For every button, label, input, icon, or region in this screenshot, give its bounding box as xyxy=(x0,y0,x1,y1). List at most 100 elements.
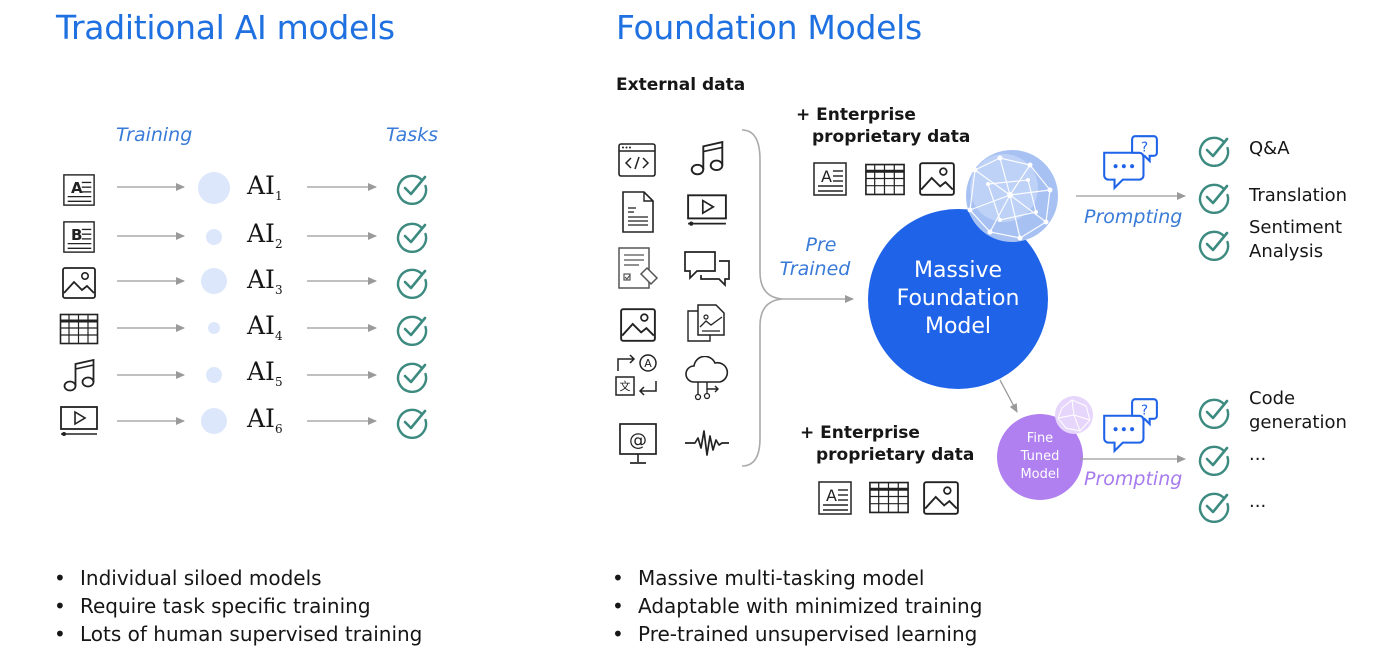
email-icon xyxy=(619,423,657,464)
check-icon xyxy=(1198,445,1230,476)
massive-foundation-model-circle xyxy=(868,209,1048,389)
task-line: ... xyxy=(1249,491,1267,512)
model-node xyxy=(206,367,222,383)
task-line: Analysis xyxy=(1249,241,1324,262)
traditional-ai-title: Traditional AI models xyxy=(56,8,395,47)
enterprise-icons-top: A xyxy=(813,162,955,196)
cloud-network-icon xyxy=(685,356,729,401)
task-line: ... xyxy=(1249,444,1267,465)
external-data-brace xyxy=(741,129,783,467)
check-icon xyxy=(396,268,428,299)
text-document-a-icon: A xyxy=(63,174,95,206)
table-icon xyxy=(864,163,906,196)
audio-waveform-icon xyxy=(684,430,730,456)
ai-model-label: AI5 xyxy=(247,357,283,389)
text-document-icon: A xyxy=(818,481,852,515)
text-document-b-icon: B xyxy=(63,221,95,253)
task-line: Sentiment xyxy=(1249,217,1343,238)
bullet-item: Massive multi-tasking model xyxy=(612,564,982,592)
tasks-label: Tasks xyxy=(386,124,439,146)
task-line: Q&A xyxy=(1249,138,1290,159)
svg-text:A: A xyxy=(826,486,837,505)
svg-text:A: A xyxy=(71,179,83,197)
prompting-label-top: Prompting xyxy=(1084,206,1183,228)
check-icon xyxy=(396,315,428,346)
left-input-icons: A B xyxy=(59,174,99,437)
bullet-item: Lots of human supervised training xyxy=(54,620,422,648)
task-line: Code xyxy=(1249,388,1296,409)
task-line: generation xyxy=(1249,412,1347,433)
enterprise-icons-bottom: A xyxy=(818,481,959,515)
fine-tune-arrow xyxy=(999,379,1018,413)
enterprise-line: + Enterprise xyxy=(800,423,920,443)
svg-text:A: A xyxy=(821,167,832,186)
check-icon xyxy=(1198,230,1230,261)
code-window-icon xyxy=(618,143,656,177)
model-node xyxy=(208,322,220,334)
left-flow xyxy=(117,172,428,439)
check-icon xyxy=(1198,398,1230,429)
prompt-chat-icon xyxy=(1103,135,1158,189)
check-icon xyxy=(1198,136,1230,167)
check-icon xyxy=(396,362,428,393)
task-label: ... xyxy=(1249,490,1266,514)
music-icon xyxy=(690,141,724,176)
translate-icon xyxy=(615,354,657,396)
document-icon xyxy=(622,191,654,233)
check-icon xyxy=(1198,183,1230,214)
table-icon xyxy=(868,481,910,514)
model-label-line: Foundation xyxy=(896,286,1020,311)
ai-model-label: AI6 xyxy=(247,404,283,436)
model-label-line: Massive xyxy=(913,258,1003,283)
fine-tuned-model-label: Fine Tuned Model xyxy=(997,430,1083,484)
image-icon xyxy=(923,481,959,515)
network-sphere-icon xyxy=(966,150,1058,242)
prompting-label-bottom: Prompting xyxy=(1084,468,1183,490)
check-icon xyxy=(396,408,428,439)
model-label-line: Model xyxy=(1020,467,1060,482)
music-icon xyxy=(63,359,95,392)
task-label: Q&A xyxy=(1249,137,1290,161)
external-data-icons xyxy=(615,141,730,464)
task-label: Sentiment Analysis xyxy=(1249,216,1342,264)
bullet-item: Adaptable with minimized training xyxy=(612,592,982,620)
pre-trained-label: Pre Trained xyxy=(775,233,855,281)
pre-trained-line: Trained xyxy=(779,258,851,280)
model-node xyxy=(198,172,230,204)
text-document-icon: A xyxy=(813,162,847,196)
massive-foundation-model-label: Massive Foundation Model xyxy=(868,257,1048,341)
task-label: Code generation xyxy=(1249,387,1347,435)
enterprise-line: proprietary data xyxy=(816,445,975,465)
chat-icon xyxy=(684,251,730,286)
foundation-models-title: Foundation Models xyxy=(616,8,922,47)
check-icon xyxy=(396,174,428,205)
image-icon xyxy=(919,162,955,196)
training-label: Training xyxy=(116,124,193,146)
task-label: Translation xyxy=(1249,184,1347,208)
table-icon xyxy=(59,313,99,345)
model-label-line: Model xyxy=(924,314,992,339)
task-line: Translation xyxy=(1249,185,1348,206)
model-label-line: Fine xyxy=(1026,431,1054,446)
image-icon xyxy=(620,308,656,342)
bullet-item: Pre-trained unsupervised learning xyxy=(612,620,982,648)
model-label-line: Tuned xyxy=(1020,449,1060,464)
ai-model-label: AI3 xyxy=(247,265,283,297)
image-icon xyxy=(62,267,96,299)
model-node xyxy=(206,229,222,245)
svg-text:B: B xyxy=(71,226,82,244)
enterprise-data-label-bottom: + Enterprise proprietary data xyxy=(800,422,974,466)
small-network-sphere-icon xyxy=(1055,396,1093,434)
ai-model-label: AI2 xyxy=(247,219,283,251)
video-icon xyxy=(687,194,727,227)
task-label: ... xyxy=(1249,443,1266,467)
check-icon xyxy=(1198,492,1230,523)
form-edit-icon xyxy=(618,247,658,289)
external-data-label: External data xyxy=(616,75,746,95)
prompt-chat-icon xyxy=(1103,398,1158,452)
check-icon xyxy=(396,222,428,253)
ai-model-label: AI1 xyxy=(247,171,283,203)
bullet-item: Individual siloed models xyxy=(54,564,422,592)
